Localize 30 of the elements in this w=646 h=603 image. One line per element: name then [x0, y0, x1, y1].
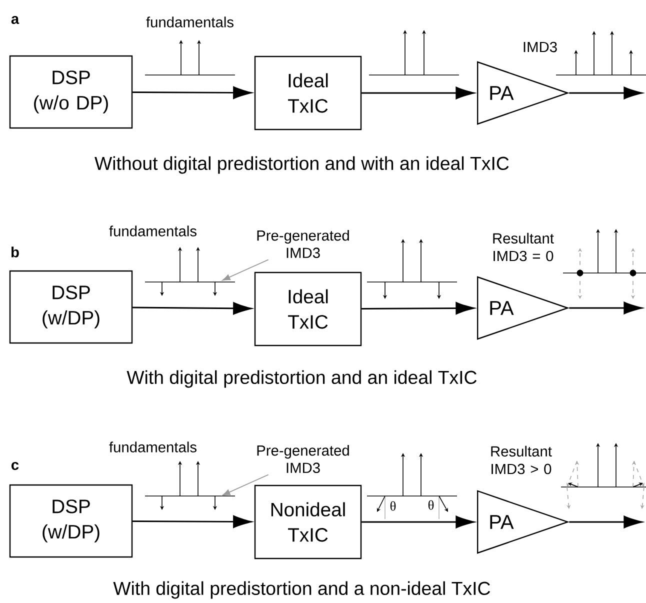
arrow — [362, 86, 474, 100]
process-box: DSP (w/o DP) — [9, 55, 133, 129]
arrow — [362, 516, 474, 528]
callout-text: Pre-generated IMD3 — [257, 444, 349, 474]
callout-text: Pre-generated IMD3 — [257, 230, 349, 258]
spectrum-label: fundamentals — [109, 442, 196, 452]
arrow — [362, 302, 474, 314]
panel-letter: a — [11, 16, 20, 24]
angle-label: θ — [428, 500, 434, 510]
arrow — [569, 516, 642, 528]
process-box: DSP (w/DP) — [9, 484, 133, 558]
caption: Without digital predistortion and with an ideal TxIC — [94, 156, 509, 174]
process-box: Nonideal TxIC — [254, 484, 362, 560]
arrow — [569, 86, 642, 100]
spectrum-label: fundamentals — [109, 226, 196, 236]
arrow — [132, 515, 252, 528]
arrow — [569, 302, 642, 314]
caption: With digital predistortion and a non-ideal TxIC — [113, 581, 490, 599]
caption: With digital predistortion and an ideal TxIC — [126, 370, 477, 388]
arrow — [132, 86, 252, 99]
angle-label: θ — [390, 501, 396, 511]
process-box: DSP (w/DP) — [9, 270, 133, 344]
leader-line — [222, 259, 269, 281]
process-box: Ideal TxIC — [254, 56, 362, 130]
panel-letter: b — [12, 246, 19, 258]
leader-line — [222, 474, 269, 496]
process-box: Ideal TxIC — [254, 272, 362, 346]
spectrum-label: fundamentals — [146, 16, 234, 28]
panel-letter: c — [12, 462, 19, 470]
arrow — [132, 302, 252, 315]
